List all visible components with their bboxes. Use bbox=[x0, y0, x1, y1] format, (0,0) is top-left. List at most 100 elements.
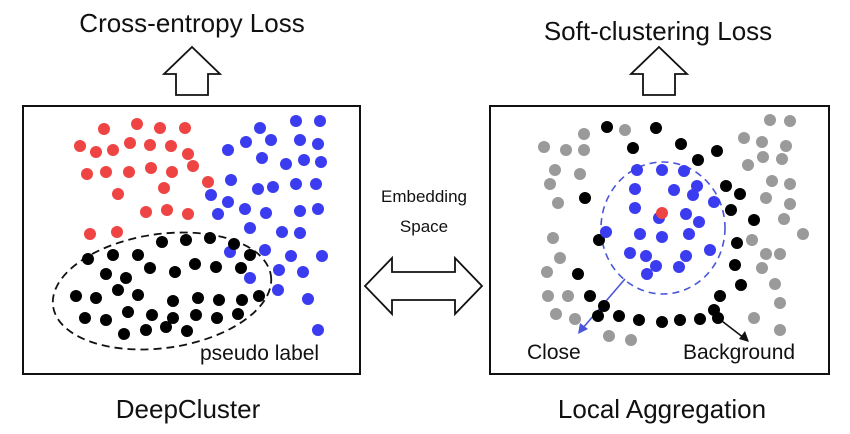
blue-point bbox=[273, 264, 285, 276]
gray-point bbox=[541, 266, 553, 278]
blue-point bbox=[641, 268, 653, 280]
black-point bbox=[613, 310, 625, 322]
red-point bbox=[144, 139, 156, 151]
blue-point bbox=[244, 222, 256, 234]
black-point bbox=[122, 306, 134, 318]
red-point bbox=[154, 122, 166, 134]
black-point bbox=[244, 249, 256, 261]
blue-point bbox=[280, 158, 292, 170]
gray-point bbox=[578, 128, 590, 140]
pseudo-label-ellipse bbox=[51, 231, 273, 351]
blue-point bbox=[687, 189, 699, 201]
blue-point bbox=[678, 165, 690, 177]
black-point bbox=[82, 253, 94, 265]
black-point bbox=[235, 262, 247, 274]
left-points bbox=[70, 115, 328, 340]
black-point bbox=[181, 325, 193, 337]
gray-point bbox=[778, 213, 790, 225]
blue-point bbox=[256, 152, 268, 164]
black-point bbox=[598, 300, 610, 312]
red-point bbox=[123, 166, 135, 178]
black-point bbox=[729, 259, 741, 271]
cross-entropy-loss-label: Cross-entropy Loss bbox=[79, 8, 305, 38]
blue-point bbox=[708, 196, 720, 208]
gray-point bbox=[562, 290, 574, 302]
blue-point bbox=[650, 260, 662, 272]
blue-point bbox=[680, 208, 692, 220]
blue-point bbox=[294, 205, 306, 217]
black-point bbox=[714, 290, 726, 302]
black-point bbox=[204, 232, 216, 244]
red-point bbox=[112, 188, 124, 200]
gray-point bbox=[574, 168, 586, 180]
black-point bbox=[236, 294, 248, 306]
blue-point bbox=[222, 144, 234, 156]
black-point bbox=[601, 121, 613, 133]
gray-point bbox=[784, 198, 796, 210]
black-point bbox=[731, 237, 743, 249]
gray-point bbox=[784, 178, 796, 190]
deepcluster-label: DeepCluster bbox=[115, 394, 261, 424]
black-point bbox=[735, 279, 747, 291]
red-point bbox=[179, 122, 191, 134]
gray-point bbox=[756, 262, 768, 274]
black-point bbox=[656, 316, 668, 328]
red-point bbox=[131, 118, 143, 130]
blue-point bbox=[212, 208, 224, 220]
black-point bbox=[694, 313, 706, 325]
red-point bbox=[74, 140, 86, 152]
black-point bbox=[712, 312, 724, 324]
gray-point bbox=[544, 178, 556, 190]
red-point bbox=[158, 182, 170, 194]
black-point bbox=[156, 236, 168, 248]
blue-point bbox=[222, 196, 234, 208]
black-point bbox=[228, 238, 240, 250]
black-point bbox=[144, 262, 156, 274]
black-point bbox=[160, 321, 172, 333]
blue-point bbox=[225, 174, 237, 186]
blue-point bbox=[294, 134, 306, 146]
embedding-label: Embedding bbox=[380, 187, 468, 206]
blue-point bbox=[668, 184, 680, 196]
blue-point bbox=[240, 136, 252, 148]
blue-point bbox=[704, 244, 716, 256]
close-label: Close bbox=[527, 341, 581, 364]
gray-point bbox=[769, 278, 781, 290]
blue-point bbox=[316, 250, 328, 262]
black-point bbox=[650, 122, 662, 134]
black-point bbox=[120, 272, 132, 284]
blue-point bbox=[634, 228, 646, 240]
gray-point bbox=[554, 252, 566, 264]
gray-point bbox=[560, 144, 572, 156]
gray-point bbox=[542, 290, 554, 302]
blue-point bbox=[312, 138, 324, 150]
double-arrow-icon bbox=[363, 255, 484, 317]
black-point bbox=[579, 192, 591, 204]
black-point bbox=[213, 294, 225, 306]
gray-point bbox=[550, 308, 562, 320]
blue-point bbox=[259, 244, 271, 256]
black-point bbox=[100, 268, 112, 280]
blue-point bbox=[624, 247, 636, 259]
black-point bbox=[100, 314, 112, 326]
black-point bbox=[180, 234, 192, 246]
red-point bbox=[202, 176, 214, 188]
red-point bbox=[98, 123, 110, 135]
blue-point bbox=[302, 293, 314, 305]
black-point bbox=[79, 312, 91, 324]
black-point bbox=[572, 268, 584, 280]
red-point bbox=[124, 137, 136, 149]
gray-point bbox=[780, 140, 792, 152]
blue-point bbox=[297, 266, 309, 278]
gray-point bbox=[760, 192, 772, 204]
black-point bbox=[192, 292, 204, 304]
black-point bbox=[167, 312, 179, 324]
gray-point bbox=[552, 197, 564, 209]
red-point bbox=[182, 148, 194, 160]
blue-point bbox=[244, 272, 256, 284]
black-point bbox=[167, 295, 179, 307]
black-point bbox=[132, 289, 144, 301]
blue-point bbox=[205, 189, 217, 201]
blue-point bbox=[254, 122, 266, 134]
